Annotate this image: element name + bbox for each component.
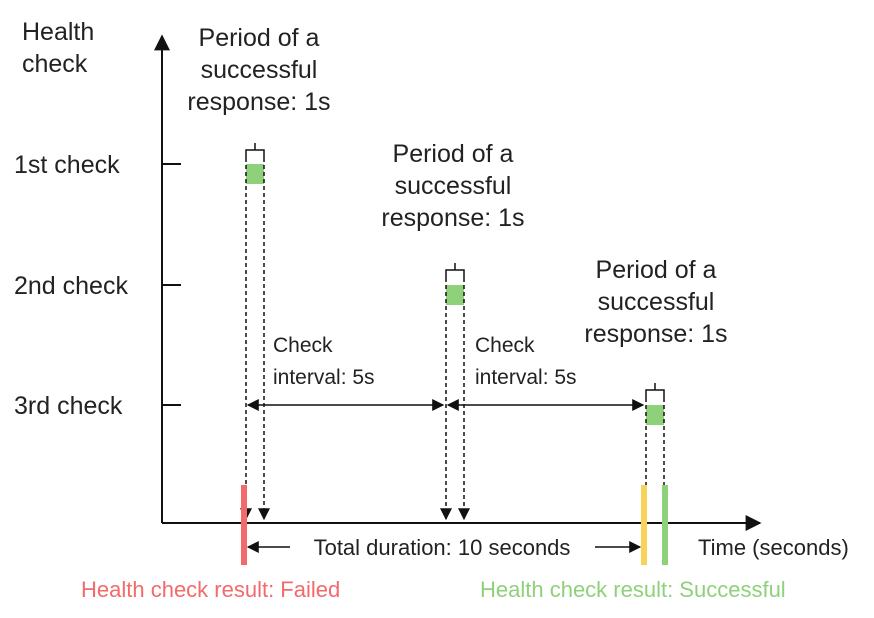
period-bracket-3 (645, 383, 665, 398)
period-annotation-2-line-3: response: 1s (381, 204, 524, 232)
successful-result-bar (662, 485, 668, 565)
result-successful-text: Health check result: Successful (480, 577, 786, 602)
response-block-2 (446, 285, 464, 305)
y-label-3rd-check: 3rd check (14, 392, 123, 420)
interval-label-1-line-1: Check (273, 334, 333, 357)
y-label-1st-check: 1st check (14, 151, 120, 179)
period-bracket-2 (445, 263, 465, 278)
period-annotation-1-line-1: Period of a (199, 24, 320, 52)
y-axis-title-line-2: check (22, 50, 88, 78)
warning-result-bar (641, 485, 647, 565)
response-block-3 (646, 405, 664, 425)
interval-label-2-line-2: interval: 5s (475, 366, 577, 389)
period-annotation-3-line-1: Period of a (596, 256, 717, 284)
period-bracket-1 (245, 143, 265, 158)
period-annotation-1-line-2: successful (201, 56, 318, 84)
failed-result-bar (241, 485, 247, 565)
x-axis-title: Time (seconds) (698, 535, 849, 560)
period-annotation-2-line-2: successful (395, 172, 512, 200)
period-annotation-3-line-3: response: 1s (584, 320, 727, 348)
response-block-1 (246, 164, 264, 184)
total-duration-label: Total duration: 10 seconds (314, 535, 571, 560)
interval-label-1-line-2: interval: 5s (273, 366, 375, 389)
period-annotation-1-line-3: response: 1s (187, 88, 330, 116)
y-label-2nd-check: 2nd check (14, 272, 128, 300)
result-failed-text: Health check result: Failed (81, 577, 340, 602)
period-annotation-3-line-2: successful (598, 288, 715, 316)
interval-label-2-line-1: Check (475, 334, 535, 357)
period-annotation-2-line-1: Period of a (393, 140, 514, 168)
y-axis-title-line-1: Health (22, 18, 94, 46)
